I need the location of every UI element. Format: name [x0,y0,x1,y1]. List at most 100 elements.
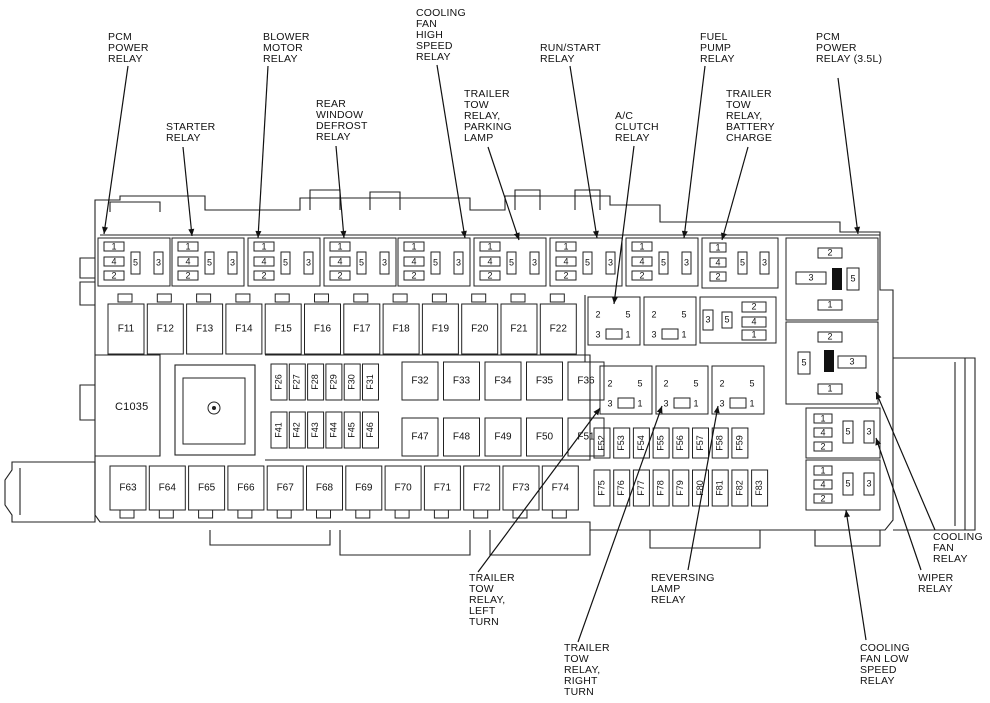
pin: 2 [751,301,756,311]
terminal-1 [177,241,199,252]
leader-line [335,145,345,239]
pin-3: 3 [849,356,854,366]
arrowhead [713,406,720,414]
pin-5: 5 [207,257,212,267]
pin-4: 4 [639,256,644,266]
pin-2: 2 [639,270,644,280]
terminal-1 [817,383,843,395]
terminal-5 [842,472,854,496]
relay-body [97,237,171,287]
terminal-2 [817,247,843,259]
terminal-4 [177,256,199,267]
fuse-body [652,427,670,459]
fuse-body [266,465,304,511]
pin-5: 5 [850,273,855,283]
fuse-f36: F36 [567,361,605,401]
fuse-f22: F22 [539,303,577,355]
terminal-2 [177,270,199,281]
terminal-1 [555,241,577,252]
fuse-body [443,361,480,401]
fuse-body [500,303,538,355]
terminal-5 [430,251,441,275]
terminal-4 [673,397,691,409]
fuse-f63: F63 [109,465,147,511]
terminal-2 [479,270,501,281]
fuse-tab [316,509,331,519]
terminal-1 [103,241,125,252]
fuse-body [401,361,439,401]
arrowhead [460,230,467,238]
fuse-tab [433,509,449,519]
pin-4: 4 [820,479,825,489]
callout-cooling-fan-relay: COOLING FAN RELAY [933,531,983,565]
fuse-body [461,303,499,355]
callout-reversing-lamp-relay: REVERSING LAMP RELAY [651,572,715,606]
leader-cooling-fan-relay [875,391,936,531]
pin-1: 1 [185,241,190,251]
leader-run-start-relay [569,65,599,239]
fuse-label: F28 [310,374,320,390]
callout-pcm-power-relay: PCM POWER RELAY [108,31,149,65]
fuse-f31: F31 [362,363,379,401]
pin-2: 2 [337,270,342,280]
fuse-label: F27 [292,374,302,390]
relay-body [323,237,397,287]
relay-body [699,296,777,344]
fuse-body [304,303,341,355]
terminal-4 [813,479,833,490]
pin-1: 1 [681,329,686,339]
fuse-label: F35 [536,376,554,387]
pin-5: 5 [625,309,630,319]
pin-4: 4 [411,256,416,266]
fuse-tab [156,293,172,303]
pin-2: 2 [827,247,832,257]
fuse-body [613,427,631,459]
fuse-f11: F11 [107,303,145,355]
terminal-4 [555,256,577,267]
fuse-tab [549,293,565,303]
pin-5: 5 [681,309,686,319]
fuse-body [270,411,288,449]
fuse-body [423,465,461,511]
fuse-label: F30 [347,374,357,390]
arrowhead [102,226,108,234]
fuse-f47: F47 [401,417,439,457]
pin-5: 5 [661,257,666,267]
leader-line [875,437,922,571]
pin-2: 2 [563,270,568,280]
fuse-label: F58 [715,435,725,451]
pin-2: 2 [719,378,724,388]
pin-1: 1 [820,465,825,475]
fuse-f30: F30 [343,363,361,401]
fuse-label: F20 [471,324,489,335]
arrowhead [875,438,882,446]
fuse-f66: F66 [227,465,265,511]
fuse-f54: F54 [632,427,650,459]
pin-2: 2 [487,270,492,280]
pin-1: 1 [827,383,832,393]
terminal-3 [153,251,164,275]
terminal-4 [103,256,125,267]
fuse-tab [355,509,371,519]
pin: 1 [751,329,756,339]
fuse-f59: F59 [731,427,749,459]
leader-line [182,146,193,237]
fuse-body [109,465,147,511]
leader-cooling-fan-low-speed-relay [844,509,867,641]
pin-5: 5 [801,357,806,367]
pin-5: 5 [845,478,850,488]
leader-pcm-power-relay-35l [837,77,861,235]
fuse-body [306,465,343,511]
pin-5: 5 [433,257,438,267]
fuse-body [539,303,577,355]
fuse-label: F51 [577,432,595,443]
terminal-3 [863,420,875,444]
pin-4: 4 [337,256,342,266]
fuse-tab [276,509,292,519]
